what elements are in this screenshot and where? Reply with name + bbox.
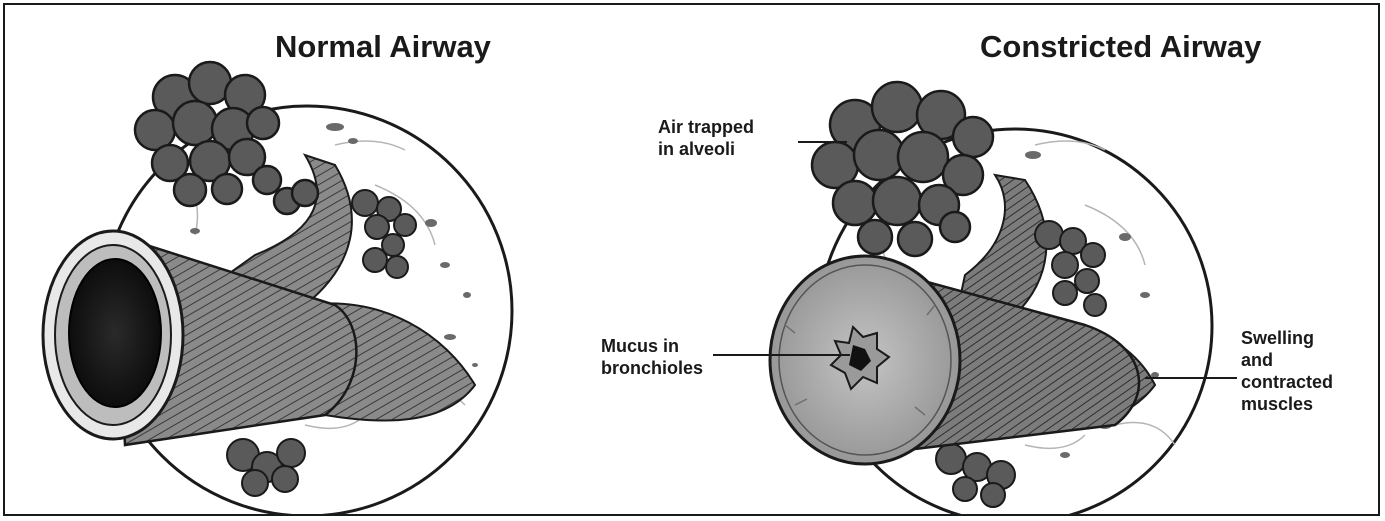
- normal-airway-illustration: [43, 62, 512, 516]
- label-swelling-line3: contracted: [1241, 371, 1351, 393]
- label-swelling-line2: and: [1241, 349, 1351, 371]
- title-constricted-airway: Constricted Airway: [980, 29, 1261, 65]
- label-mucus: Mucus in bronchioles: [601, 335, 713, 379]
- label-swelling-line1: Swelling: [1241, 327, 1351, 349]
- title-normal-airway: Normal Airway: [275, 29, 491, 65]
- label-swelling: Swelling and contracted muscles: [1241, 327, 1351, 415]
- airway-illustrations: [5, 5, 1380, 516]
- constricted-alveoli-cluster: [812, 82, 993, 256]
- label-swelling-line4: muscles: [1241, 393, 1351, 415]
- label-air-trapped-line2: in alveoli: [658, 138, 798, 160]
- label-air-trapped: Air trapped in alveoli: [658, 116, 798, 160]
- label-mucus-line1: Mucus in: [601, 335, 713, 357]
- normal-open-lumen: [69, 259, 161, 407]
- label-air-trapped-line1: Air trapped: [658, 116, 798, 138]
- label-mucus-line2: bronchioles: [601, 357, 713, 379]
- diagram-frame: Normal Airway Constricted Airway Air tra…: [3, 3, 1380, 516]
